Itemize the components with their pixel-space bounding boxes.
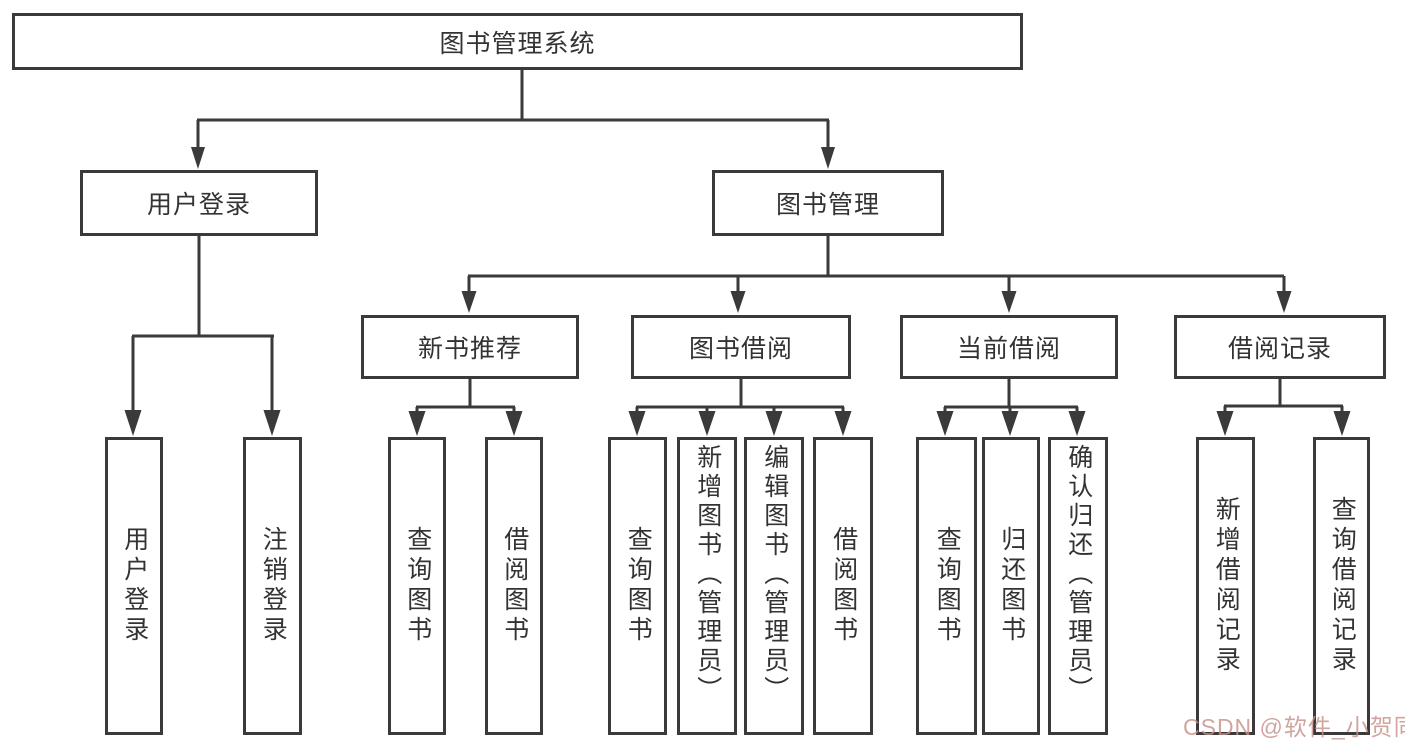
node-new-book-recommend: 新书推荐 [361, 315, 579, 379]
node-user-login: 用户登录 [80, 170, 318, 236]
leaf-records-add-borrow-record-label: 新增借阅记录 [1212, 496, 1241, 676]
node-book-management-label: 图书管理 [775, 191, 880, 219]
node-user-login-label: 用户登录 [146, 191, 251, 219]
node-borrow-records-label: 借阅记录 [1227, 335, 1332, 363]
leaf-newbook-borrow-books: 借阅图书 [485, 437, 543, 735]
leaf-logout-label: 注销登录 [259, 526, 288, 646]
leaf-current-confirm-return-admin-label: 确认归还（管理员） [1064, 444, 1093, 705]
leaf-current-return-books: 归还图书 [982, 437, 1040, 735]
leaf-borrow-edit-books-admin-label: 编辑图书（管理员） [760, 444, 789, 705]
leaf-records-add-borrow-record: 新增借阅记录 [1196, 437, 1255, 735]
leaf-records-query-borrow-record: 查询借阅记录 [1313, 437, 1370, 735]
leaf-borrow-borrow-books-label: 借阅图书 [829, 526, 858, 646]
leaf-user-login-label: 用户登录 [120, 526, 149, 646]
node-current-borrow: 当前借阅 [900, 315, 1118, 379]
node-book-borrow: 图书借阅 [631, 315, 851, 379]
leaf-current-confirm-return-admin: 确认归还（管理员） [1048, 437, 1108, 735]
leaf-newbook-query-books-label: 查询图书 [403, 526, 432, 646]
leaf-borrow-query-books: 查询图书 [608, 437, 667, 735]
leaf-borrow-borrow-books: 借阅图书 [813, 437, 873, 735]
leaf-current-return-books-label: 归还图书 [997, 526, 1026, 646]
leaf-borrow-query-books-label: 查询图书 [624, 526, 653, 646]
leaf-newbook-borrow-books-label: 借阅图书 [500, 526, 529, 646]
node-book-management: 图书管理 [712, 170, 944, 236]
node-book-borrow-label: 图书借阅 [688, 335, 793, 363]
leaf-current-query-books-label: 查询图书 [933, 526, 962, 646]
leaf-borrow-edit-books-admin: 编辑图书（管理员） [744, 437, 804, 735]
node-new-book-recommend-label: 新书推荐 [417, 335, 522, 363]
node-current-borrow-label: 当前借阅 [956, 335, 1061, 363]
node-borrow-records: 借阅记录 [1174, 315, 1386, 379]
leaf-logout: 注销登录 [243, 437, 302, 735]
node-root: 图书管理系统 [12, 13, 1023, 70]
leaf-newbook-query-books: 查询图书 [388, 437, 446, 735]
leaf-current-query-books: 查询图书 [916, 437, 977, 735]
leaf-borrow-add-books-admin-label: 新增图书（管理员） [693, 444, 722, 705]
csdn-watermark: CSDN @软件_小贺同学 [1183, 714, 1405, 740]
leaf-records-query-borrow-record-label: 查询借阅记录 [1328, 496, 1357, 676]
leaf-borrow-add-books-admin: 新增图书（管理员） [677, 437, 737, 735]
leaf-user-login: 用户登录 [105, 437, 163, 735]
node-root-label: 图书管理系统 [439, 29, 596, 58]
